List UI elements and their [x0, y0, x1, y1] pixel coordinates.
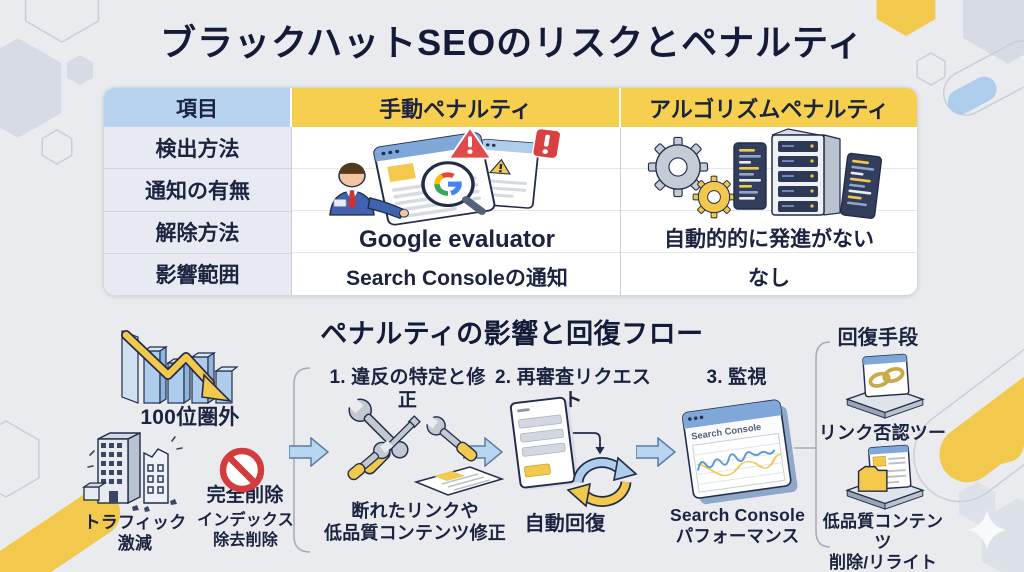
- yellow-pill: [939, 357, 1024, 483]
- collapsing-buildings-icon: [81, 431, 183, 512]
- wrench-icon: [346, 396, 409, 459]
- content-document-icon: [413, 466, 505, 496]
- page-title: ブラックハットSEOのリスクとペナルティ: [159, 22, 865, 63]
- algorithm-release-value: 自動的的に発進がない: [664, 228, 874, 251]
- hexagon-outline: [0, 420, 40, 498]
- flow-section-title: ペナルティの影響と回復フロー: [320, 319, 704, 349]
- impact-traffic-label: トラフィック 激減: [83, 513, 187, 553]
- server-tower-icon: [771, 128, 841, 216]
- step3-caption: Search Console パフォーマンス: [669, 505, 806, 547]
- impact-removal-label: 完全削除: [206, 485, 284, 506]
- code-panel-icon: [840, 152, 883, 219]
- gray-gear-icon: [647, 136, 709, 198]
- blue-pill: [947, 76, 997, 115]
- flow-arrow-icon: [289, 437, 329, 467]
- warning-exclamation-dot: [467, 149, 473, 154]
- impact-removal-sublabel: インデックス 除去削除: [197, 512, 294, 549]
- row-divider: [621, 167, 917, 169]
- recovery-title: 回復手段: [837, 327, 919, 349]
- table-header-algorithm-penalty: アルゴリズムペナルティ: [621, 88, 917, 127]
- manual-penalty-illustration: [329, 126, 562, 226]
- yellow-pill: [960, 428, 1024, 470]
- table-header-manual-penalty: 手動ペナルティ: [292, 88, 621, 127]
- flow-arrow-icon: [636, 437, 676, 467]
- step3-title: 3. 監視: [706, 367, 767, 388]
- evaluator-person-icon: [329, 162, 409, 220]
- link-disavow-icon: [845, 353, 925, 419]
- low-quality-content-icon: [845, 444, 925, 510]
- code-panel-icon: [733, 142, 767, 210]
- manual-scope-value: Search Consoleの通知: [346, 267, 568, 290]
- hexagon-outline: [41, 129, 73, 165]
- step1-caption: 断れたリンクや 低品質コンテンツ修正: [324, 501, 506, 543]
- magnifier-google-icon: [421, 161, 486, 215]
- small-wrench-icon: [424, 414, 478, 462]
- impact-rank-label: 100位圏外: [140, 406, 240, 429]
- hexagon-filled: [981, 498, 1024, 572]
- alert-badge-icon: [531, 128, 562, 160]
- recovery-item2-label: 低品質コンテンツ 削除/リライト: [822, 512, 944, 572]
- row-label-detection: 検出方法: [104, 127, 291, 170]
- repair-tools-icon: [346, 396, 505, 496]
- algorithm-penalty-illustration: [647, 128, 883, 219]
- step1-title: 1. 違反の特定と修正: [329, 367, 486, 412]
- warning-exclamation: [468, 136, 472, 148]
- auto-recovery-refresh-icon: [566, 456, 638, 508]
- table-row-labels: 検出方法 通知の有無 解除方法 影響範囲: [104, 127, 292, 295]
- hexagon-filled: [958, 482, 996, 524]
- row-divider: [621, 251, 917, 253]
- sparkle-shape: [968, 510, 1006, 550]
- row-divider: [621, 209, 917, 211]
- algorithm-scope-value: なし: [748, 267, 790, 290]
- table-header-item: 項目: [104, 88, 292, 127]
- prohibition-icon: [219, 447, 265, 493]
- yellow-gear-icon: [692, 175, 736, 219]
- search-console-window-icon: Search Console: [682, 399, 798, 505]
- manual-release-value: Google evaluator: [358, 226, 556, 253]
- declining-rank-chart-icon: [121, 330, 239, 405]
- step2-caption: 自動回復: [524, 513, 606, 535]
- row-label-scope: 影響範囲: [155, 264, 240, 288]
- folder-icon: [857, 465, 888, 492]
- small-wrench-icon: [347, 440, 393, 481]
- row-divider: [292, 251, 620, 253]
- row-label-notification: 通知の有無: [104, 169, 291, 212]
- row-label-release: 解除方法: [104, 212, 291, 254]
- reconsideration-form-icon: [509, 396, 579, 490]
